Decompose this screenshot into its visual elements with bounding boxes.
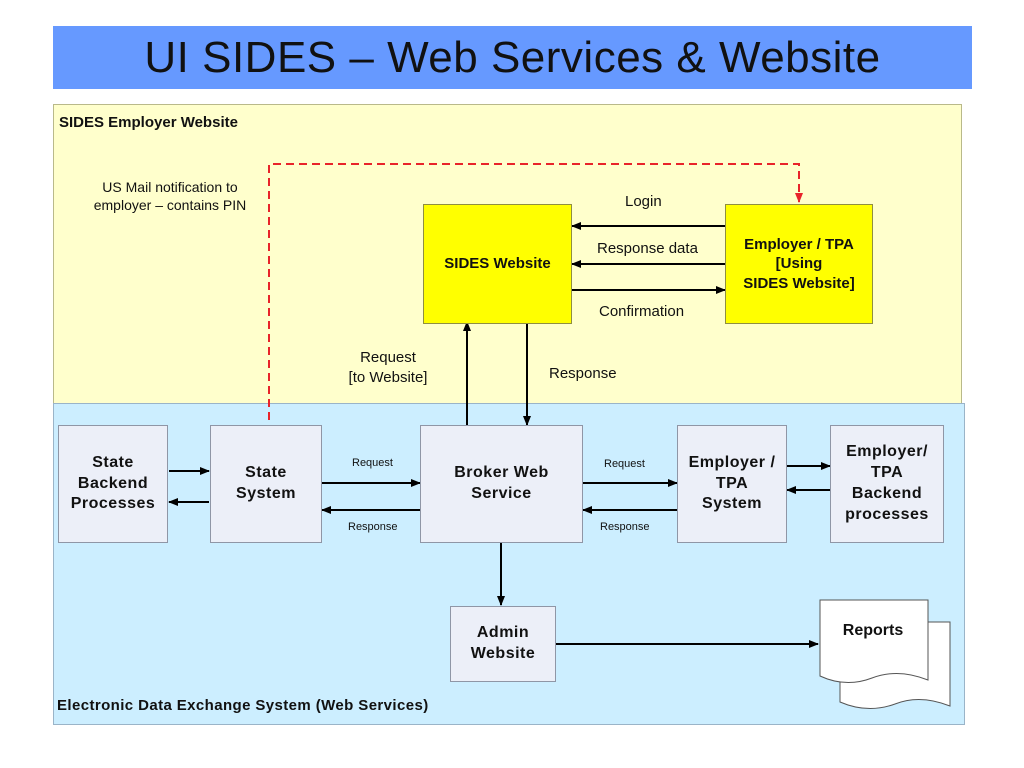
website-zone-label: SIDES Employer Website (59, 114, 238, 131)
state-response-label: Response (348, 521, 398, 533)
state-backend-processes-box: State Backend Processes (58, 425, 168, 543)
employer-response-label: Response (600, 521, 650, 533)
reports-label: Reports (842, 622, 904, 639)
website-response-label: Response (549, 365, 617, 382)
employer-tpa-website-box: Employer / TPA [Using SIDES Website] (725, 204, 873, 324)
employer-tpa-system-box: Employer / TPA System (677, 425, 787, 543)
employer-tpa-backend-box: Employer/ TPA Backend processes (830, 425, 944, 543)
confirmation-label: Confirmation (599, 303, 685, 320)
title-bar: UI SIDES – Web Services & Website (53, 26, 972, 89)
reports-document-icon (819, 599, 951, 709)
broker-web-service-box: Broker Web Service (420, 425, 583, 543)
mail-notification-arrow (268, 163, 803, 420)
login-label: Login (625, 193, 662, 210)
eds-zone-label: Electronic Data Exchange System (Web Ser… (57, 697, 429, 714)
state-system-box: State System (210, 425, 322, 543)
page-title: UI SIDES – Web Services & Website (144, 32, 881, 82)
mail-notification-note: US Mail notification to employer – conta… (93, 179, 247, 214)
admin-website-box: Admin Website (450, 606, 556, 682)
state-request-label: Request (352, 457, 393, 469)
request-to-website-label: Request [to Website] (348, 349, 428, 386)
sides-website-box: SIDES Website (423, 204, 572, 324)
response-data-label: Response data (597, 240, 698, 257)
employer-request-label: Request (604, 458, 645, 470)
